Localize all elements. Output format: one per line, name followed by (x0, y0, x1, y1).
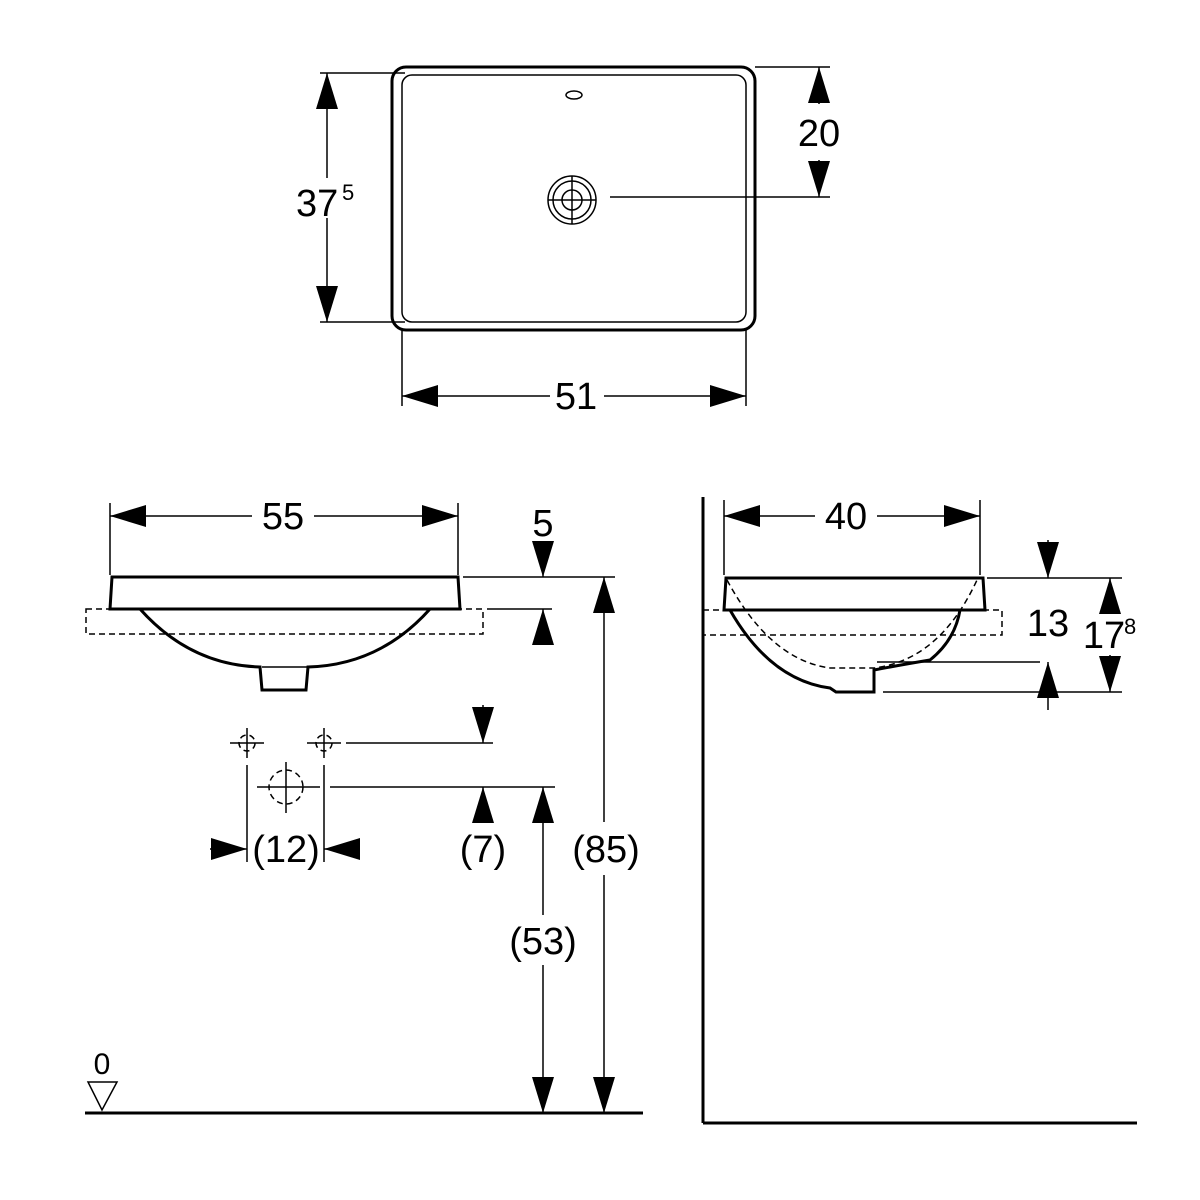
side-depth-label: 40 (825, 496, 867, 538)
drain-position-icon (257, 762, 320, 813)
floor-level-icon (86, 1081, 119, 1112)
side-rim (722, 576, 987, 612)
rim-height-label: (85) (572, 829, 640, 871)
tap-hole-icon (307, 728, 341, 758)
top-view: 37 5 20 51 (296, 65, 840, 418)
bowl (138, 608, 432, 692)
side-view: 40 13 17 8 (701, 496, 1137, 1125)
tap-to-drain-label: (7) (460, 829, 506, 871)
depth-label: 37 (296, 183, 338, 225)
floor-level-label: 0 (94, 1048, 111, 1081)
side-bowl (728, 609, 962, 694)
drain-icon (547, 175, 597, 225)
width-label: 51 (555, 376, 597, 418)
front-view: 55 5 (7) (12) (53) (85) 0 (85, 496, 643, 1115)
depth-sup: 5 (342, 180, 354, 205)
basin-inner-rim (401, 74, 747, 323)
total-height-label: 17 (1083, 615, 1125, 657)
basin-outline (390, 65, 757, 332)
rim-thickness-label: 5 (532, 503, 553, 545)
side-countertop (702, 609, 1003, 636)
tap-spacing-label: (12) (252, 829, 320, 871)
total-height-sup: 8 (1124, 614, 1136, 639)
countertop (85, 608, 484, 635)
rim (108, 575, 462, 611)
bowl-depth-label: 13 (1027, 603, 1069, 645)
overflow-icon (565, 90, 583, 100)
tap-hole-icon (230, 728, 264, 758)
drain-offset-label: 20 (798, 113, 840, 155)
drain-height-label: (53) (509, 921, 577, 963)
front-width-label: 55 (262, 496, 304, 538)
